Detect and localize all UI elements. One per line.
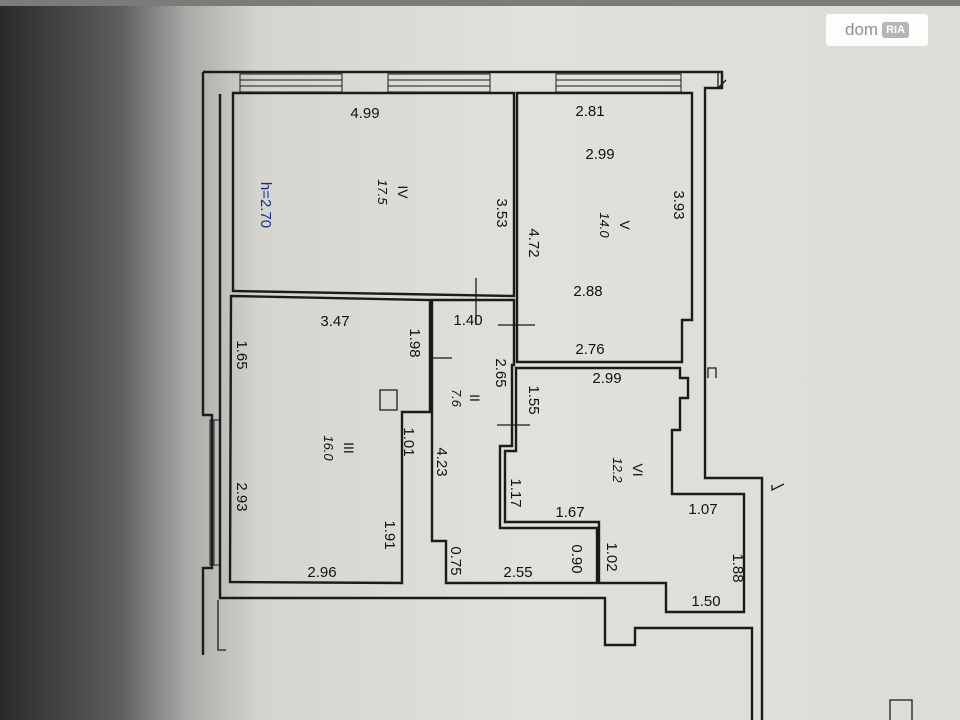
dimension-label: 1.17 [507, 478, 524, 507]
room-number: VI [630, 463, 646, 476]
dimension-label: 1.65 [233, 340, 250, 369]
dimension-label: 2.99 [592, 370, 621, 387]
room-area: 17.5 [375, 179, 390, 205]
room-iii-duct [379, 389, 398, 411]
room-iv-outline [231, 91, 516, 298]
dimension-label: 1.91 [381, 520, 398, 549]
watermark-badge: RIA [882, 22, 910, 38]
dimension-label: 0.75 [447, 546, 464, 575]
dimension-label: 1.98 [406, 328, 423, 357]
room-area: 14.0 [597, 212, 612, 238]
room-v-label: V 14.0 [597, 212, 633, 238]
top-edge-shadow [0, 0, 960, 6]
room-area: 12.2 [610, 457, 625, 483]
room-number: III [341, 442, 357, 454]
dimension-label: 4.99 [350, 105, 379, 122]
ceiling-height-label: h=2.70 [257, 182, 274, 228]
room-iii-outline [228, 294, 432, 585]
room-number: V [617, 220, 633, 230]
dimension-label: 2.93 [233, 482, 250, 511]
dimension-label: 1.55 [525, 385, 542, 414]
dimension-label: 3.93 [670, 190, 687, 219]
room-iv-label: IV 17.5 [375, 179, 411, 205]
dimension-label: 4.23 [433, 447, 450, 476]
outer-walls [201, 70, 913, 720]
dimension-label: 0.90 [568, 544, 585, 573]
dimension-label: 2.96 [307, 564, 336, 581]
dimension-label: 1.67 [555, 504, 584, 521]
dimension-label: 4.72 [525, 228, 542, 257]
room-iii-label: III 16.0 [321, 435, 357, 461]
dimension-label: 1.88 [729, 553, 746, 582]
dimension-label: 2.65 [492, 358, 509, 387]
room-area: 7.6 [449, 389, 464, 408]
room-v-outline [515, 91, 694, 364]
room-number: II [467, 394, 483, 402]
room-vi-outline [503, 366, 746, 614]
room-ii-label: II 7.6 [449, 389, 483, 408]
room-number: IV [395, 185, 411, 199]
dimension-label: 1.50 [691, 593, 720, 610]
dimension-label: 2.88 [573, 283, 602, 300]
room-area: 16.0 [321, 435, 336, 461]
dimension-label: 2.81 [575, 103, 604, 120]
dimension-label: 3.53 [493, 198, 510, 227]
dimension-label: 1.01 [400, 427, 417, 456]
room-ii-outline [430, 298, 599, 585]
room-vi-label: VI 12.2 [610, 457, 646, 483]
dimension-label: 1.40 [453, 312, 482, 329]
watermark-brand: dom [844, 20, 879, 39]
dimension-label: 1.02 [603, 542, 620, 571]
dom-ria-watermark: dom RIA [826, 14, 928, 46]
dimension-label: 2.99 [585, 146, 614, 163]
dimension-label: 2.55 [503, 564, 532, 581]
dimension-label: 1.07 [688, 501, 717, 518]
arrow-mark [707, 367, 717, 378]
dimension-label: 2.76 [575, 341, 604, 358]
dimension-label: 3.47 [320, 313, 349, 330]
